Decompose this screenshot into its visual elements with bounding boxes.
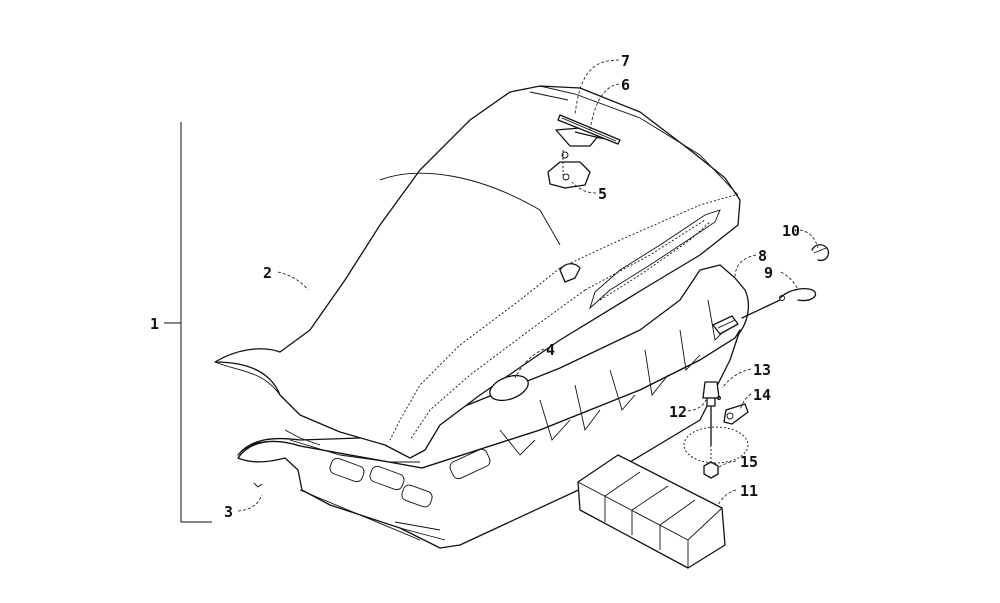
part-4-patch (489, 374, 529, 402)
callout-6: 6 (621, 76, 630, 94)
callout-8: 8 (758, 247, 767, 265)
callout-5: 5 (598, 185, 607, 203)
part-3-clip (253, 482, 263, 488)
callout-15: 15 (740, 453, 758, 471)
part-10-clip (811, 244, 830, 262)
callout-11: 11 (740, 482, 758, 500)
callout-14: 14 (753, 386, 771, 404)
part-5-plate (547, 150, 591, 189)
leader-lines (237, 59, 819, 512)
seat-cushion (214, 85, 741, 459)
callout-3: 3 (224, 503, 233, 521)
callout-4: 4 (546, 341, 555, 359)
part-8-latch (712, 315, 739, 335)
part-15-nut (683, 426, 749, 479)
callout-labels: 1 2 3 4 5 6 7 8 9 10 11 12 13 14 15 (150, 52, 800, 521)
seat-base (237, 264, 749, 549)
part-14-bracket (717, 396, 749, 425)
callout-12: 12 (669, 403, 687, 421)
callout-10: 10 (782, 222, 800, 240)
part-13-bumper (702, 381, 720, 407)
part-7-strip (557, 114, 621, 145)
callout-1: 1 (150, 315, 159, 333)
part-9-cable (741, 287, 817, 319)
assembly-bracket (164, 122, 212, 523)
callout-2: 2 (263, 264, 272, 282)
callout-7: 7 (621, 52, 630, 70)
callout-9: 9 (764, 264, 773, 282)
part-11-foam-block (577, 454, 726, 569)
callout-13: 13 (753, 361, 771, 379)
